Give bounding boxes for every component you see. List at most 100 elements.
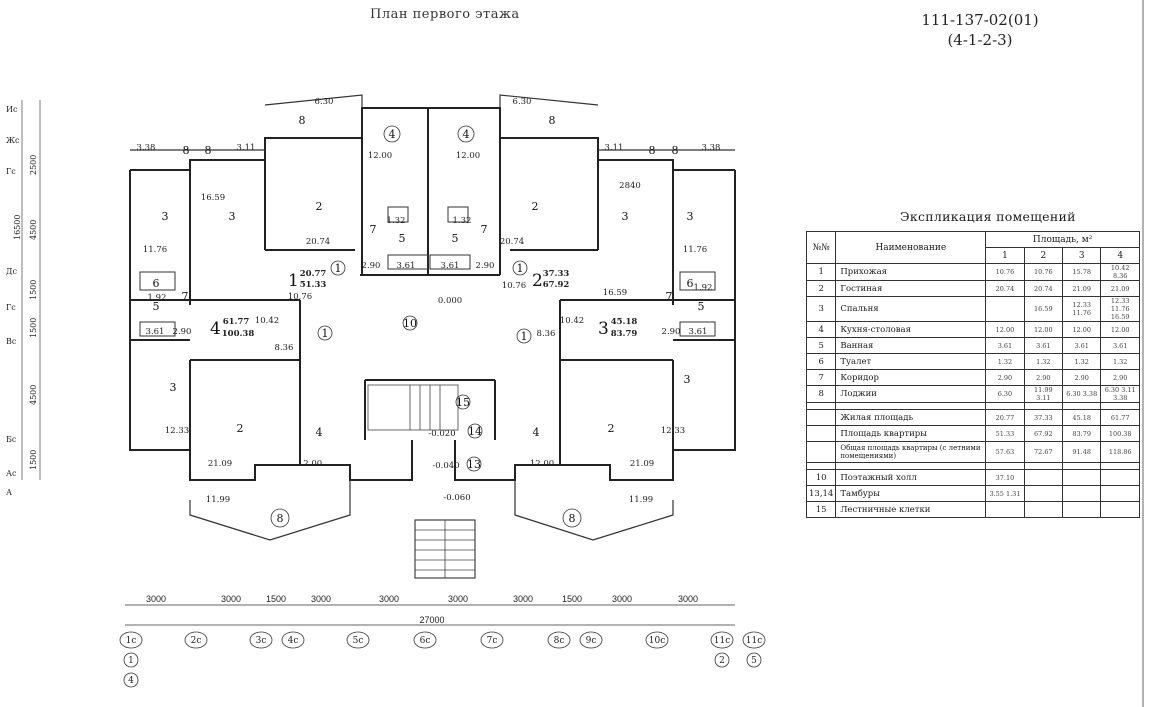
room-label: 7 bbox=[481, 223, 488, 236]
axis-label: Дс bbox=[6, 267, 18, 276]
room-label: 6 bbox=[153, 277, 160, 290]
dimension: 16500 bbox=[13, 215, 22, 240]
area-value: 3.11 bbox=[605, 143, 624, 153]
row-value: 6.30 bbox=[985, 385, 1025, 403]
row-name: Туалет bbox=[835, 353, 987, 370]
row-number: 6 bbox=[805, 353, 837, 370]
row-name: Общая площадь квартиры (с летними помеще… bbox=[835, 441, 987, 463]
room-label: 8 bbox=[205, 144, 212, 157]
area-value: 0.000 bbox=[438, 296, 462, 306]
row-value: 100.38 bbox=[1100, 425, 1140, 442]
row-value bbox=[1100, 485, 1140, 502]
room-label: 1 bbox=[521, 330, 528, 343]
row-value: 12.33 11.76 bbox=[1062, 296, 1102, 322]
area-value: 3.38 bbox=[137, 143, 156, 153]
area-value: -0.040 bbox=[432, 461, 459, 471]
row-number: 10 bbox=[805, 469, 837, 486]
apt-2-living: 37.33 bbox=[543, 269, 570, 279]
row-value: 12.33 11.76 16.59 bbox=[1100, 296, 1140, 322]
room-label: 15 bbox=[456, 396, 470, 409]
row-value bbox=[1100, 501, 1140, 518]
area-value: 12.33 bbox=[661, 426, 685, 436]
area-value: 16.59 bbox=[201, 193, 225, 203]
area-value: 1.32 bbox=[453, 216, 472, 226]
apt-col: 4 bbox=[1100, 247, 1140, 264]
totals-row: Общая площадь квартиры (с летними помеще… bbox=[805, 441, 1140, 463]
room-number-circles bbox=[270, 125, 582, 528]
axis-label: 2с bbox=[191, 636, 202, 646]
row-number: 1 bbox=[805, 263, 837, 281]
room-label: 5 bbox=[153, 300, 160, 313]
dimension: 3000 bbox=[678, 594, 698, 604]
row-number bbox=[805, 425, 837, 442]
row-number: 7 bbox=[805, 369, 837, 386]
row-name: Площадь квартиры bbox=[835, 425, 987, 442]
row-value: 51.33 bbox=[985, 425, 1025, 442]
row-name: Лоджии bbox=[835, 385, 987, 403]
row-name: Коридор bbox=[835, 369, 987, 386]
axis-bubbles bbox=[119, 631, 766, 688]
row-value: 12.00 bbox=[1100, 321, 1140, 338]
room-label: 8 bbox=[569, 512, 576, 525]
area-value: 20.74 bbox=[306, 237, 330, 247]
row-value: 3.61 bbox=[1023, 337, 1064, 354]
row-value bbox=[1062, 469, 1102, 486]
row-number bbox=[805, 441, 837, 463]
room-label: 7 bbox=[666, 290, 673, 303]
room-label: 8 bbox=[549, 114, 556, 127]
row-value: 21.09 bbox=[1100, 280, 1140, 297]
project-code: 111-137-02(01) bbox=[921, 11, 1039, 29]
row-value bbox=[1062, 485, 1102, 502]
area-value: 6.30 bbox=[315, 97, 334, 107]
room-label: 5 bbox=[698, 300, 705, 313]
row-value bbox=[985, 501, 1025, 518]
apartment-numbers: 1 2 3 4 bbox=[210, 271, 609, 339]
axis-label: Жс bbox=[6, 136, 20, 145]
row-value: 1.32 bbox=[1062, 353, 1102, 370]
dimension: 3000 bbox=[221, 594, 241, 604]
area-value: 12.00 bbox=[530, 459, 554, 469]
apt-4-total: 100.38 bbox=[222, 329, 255, 339]
row-value: 2.90 bbox=[1100, 369, 1140, 386]
row-number: 5 bbox=[805, 337, 837, 354]
exterior-walls bbox=[129, 107, 736, 481]
room-areas: 6.30 6.30 3.38 3.11 3.11 3.38 12.00 12.0… bbox=[137, 97, 721, 505]
axis-label: 8с bbox=[554, 636, 565, 646]
area-value: 11.76 bbox=[143, 245, 167, 255]
axis-label: 1с bbox=[126, 636, 137, 646]
dimension: 1500 bbox=[562, 594, 582, 604]
apt-col: 2 bbox=[1023, 247, 1064, 264]
left-dimension-line bbox=[21, 100, 41, 480]
row-value: 10.76 bbox=[985, 263, 1025, 281]
row-value: 1.32 bbox=[1023, 353, 1064, 370]
area-value: 10.42 bbox=[560, 316, 584, 326]
room-label: 4 bbox=[389, 128, 396, 141]
dimension: 3000 bbox=[146, 594, 166, 604]
area-value: 2.90 bbox=[173, 327, 192, 337]
area-value: 3.11 bbox=[237, 143, 256, 153]
row-value: 6.30 3.38 bbox=[1062, 385, 1102, 403]
bathroom-fixtures bbox=[139, 206, 716, 337]
col-area-header: Площадь, м² bbox=[985, 231, 1140, 248]
row-value: 45.18 bbox=[1062, 409, 1102, 426]
axis-label: 9с bbox=[586, 636, 597, 646]
area-value: 12.00 bbox=[456, 151, 480, 161]
axis-label: А bbox=[6, 488, 12, 497]
axis-label: Гс bbox=[6, 303, 16, 312]
area-value: 12.00 bbox=[298, 459, 322, 469]
row-value bbox=[1023, 485, 1064, 502]
apt-4-living: 61.77 bbox=[223, 317, 250, 327]
row-number: 13,14 bbox=[805, 485, 837, 502]
area-value: 21.09 bbox=[208, 459, 232, 469]
row-number: 8 bbox=[805, 385, 837, 403]
row-value: 37.33 bbox=[1023, 409, 1064, 426]
row-value: 3.55 1.31 bbox=[985, 485, 1025, 502]
row-value: 16.59 bbox=[1023, 296, 1064, 322]
row-value bbox=[1023, 501, 1064, 518]
